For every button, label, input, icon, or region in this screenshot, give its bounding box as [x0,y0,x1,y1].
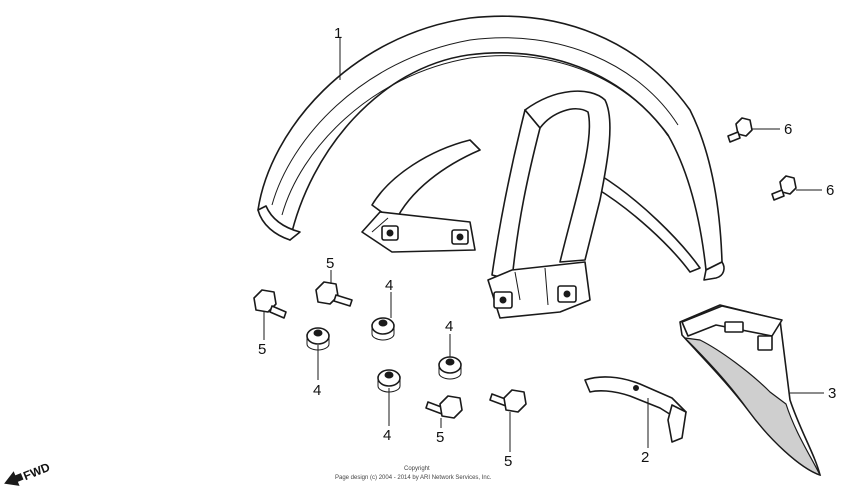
callout-part-5a: 5 [258,341,266,358]
grommet-4d[interactable] [438,356,462,380]
bolt-5b[interactable] [315,281,353,307]
bolt-5a[interactable] [253,289,287,319]
callout-part-4d: 4 [445,318,453,335]
callout-part-5c: 5 [436,429,444,446]
splash-guard[interactable] [679,304,822,477]
callout-part-1: 1 [334,25,342,42]
callout-part-6a: 6 [784,121,792,138]
front-fender[interactable] [257,15,725,319]
grommet-4c[interactable] [377,369,401,393]
callout-part-2: 2 [641,449,649,466]
fender-stay-bracket[interactable] [584,376,687,443]
grommet-4a[interactable] [371,317,395,341]
forward-arrow-icon [4,471,24,486]
bolt-5c[interactable] [425,395,463,419]
bolt-5d[interactable] [489,389,527,413]
callout-part-5d: 5 [504,453,512,470]
callout-part-6b: 6 [826,182,834,199]
bolt-6b[interactable] [771,175,797,201]
callout-part-4a: 4 [385,277,393,294]
forward-direction-indicator: FWD [4,460,52,486]
callout-part-5b: 5 [326,255,334,272]
callout-part-4b: 4 [313,382,321,399]
bolt-6a[interactable] [727,117,753,143]
leader-lines [263,38,824,452]
copyright-notice: Page design (c) 2004 - 2014 by ARI Netwo… [335,475,492,481]
forward-direction-label: FWD [21,460,52,483]
copyright-heading: Copyright [404,466,430,472]
callout-part-4c: 4 [383,427,391,444]
callout-part-3: 3 [828,385,836,402]
